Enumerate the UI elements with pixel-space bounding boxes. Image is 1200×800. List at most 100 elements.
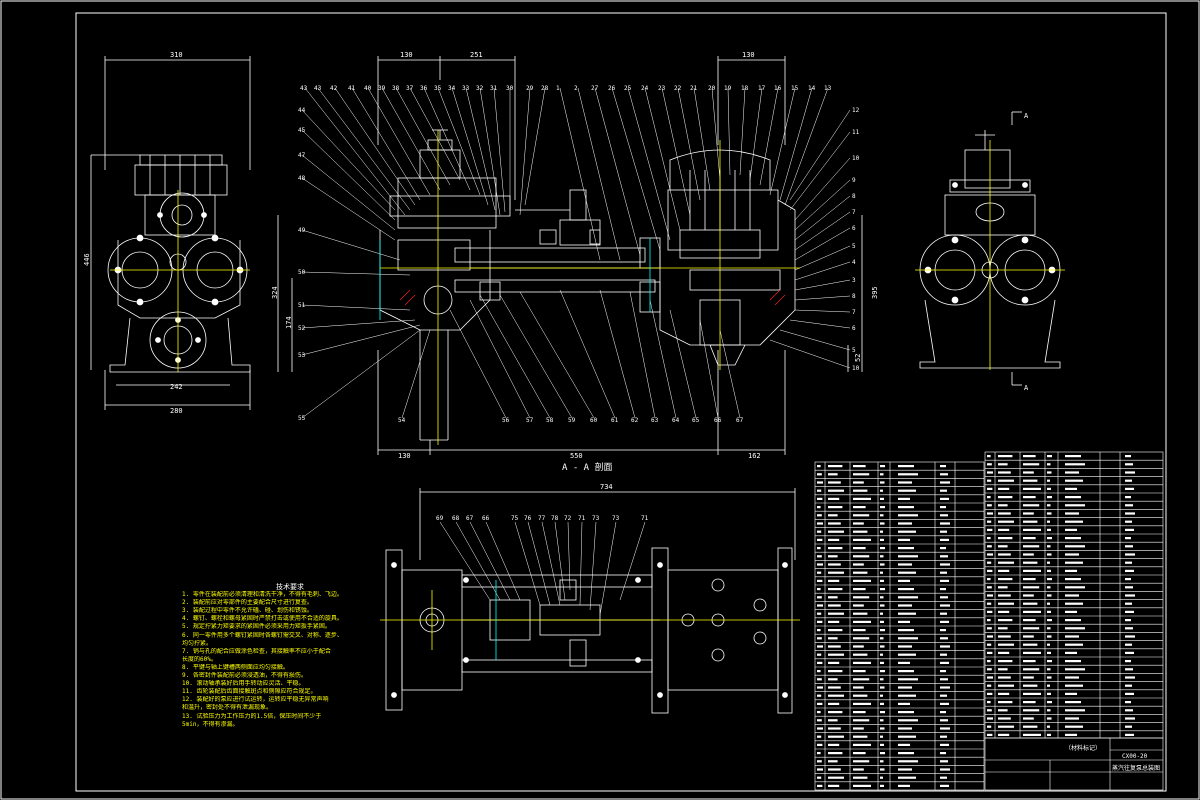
table-cell-entry: [898, 629, 914, 632]
table-cell-entry: [987, 619, 991, 622]
table-cell-entry: [880, 547, 885, 550]
table-cell-entry: [880, 579, 884, 582]
table-cell-entry: [853, 661, 871, 664]
svg-text:7: 7: [852, 209, 856, 216]
table-cell-entry: [880, 588, 885, 591]
table-cell-entry: [1047, 660, 1052, 663]
table-cell-entry: [817, 702, 823, 705]
material-label: （材料标记）: [1065, 744, 1101, 752]
table-cell-entry: [898, 571, 916, 574]
notes-title: 技术要求: [276, 583, 304, 591]
table-cell-entry: [987, 545, 992, 548]
svg-text:50: 50: [298, 269, 306, 276]
table-cell-entry: [853, 735, 868, 738]
table-cell-entry: [898, 596, 918, 599]
table-cell-entry: [1125, 545, 1133, 548]
table-cell-entry: [998, 660, 1013, 663]
note-line: 均匀拧紧。: [182, 639, 213, 647]
table-cell-entry: [1065, 692, 1077, 695]
svg-text:58: 58: [546, 417, 554, 424]
table-cell-entry: [1065, 528, 1077, 531]
table-cell-entry: [817, 530, 822, 533]
svg-text:33: 33: [462, 85, 470, 92]
dim-sec-top-b: 251: [470, 51, 483, 59]
table-cell-entry: [880, 670, 885, 673]
table-cell-entry: [1125, 627, 1133, 630]
table-cell-entry: [880, 497, 884, 500]
table-cell-entry: [998, 684, 1014, 687]
table-cell-entry: [1047, 463, 1051, 466]
table-cell-entry: [880, 629, 885, 632]
table-cell-entry: [817, 596, 822, 599]
table-cell-entry: [898, 489, 916, 492]
table-cell-entry: [1065, 455, 1081, 458]
svg-text:30: 30: [506, 85, 514, 92]
table-cell-entry: [1065, 610, 1077, 613]
table-cell-entry: [898, 661, 910, 664]
svg-text:2: 2: [574, 85, 578, 92]
table-cell-entry: [828, 653, 844, 656]
table-cell-entry: [1065, 635, 1079, 638]
svg-text:29: 29: [526, 85, 534, 92]
table-cell-entry: [828, 743, 840, 746]
table-cell-entry: [1065, 709, 1085, 712]
svg-text:60: 60: [590, 417, 598, 424]
svg-text:68: 68: [452, 515, 460, 522]
table-cell-entry: [987, 660, 991, 663]
table-cell-entry: [828, 752, 843, 755]
table-cell-entry: [940, 735, 947, 738]
table-cell-entry: [853, 530, 868, 533]
table-cell-entry: [1047, 717, 1052, 720]
table-cell-entry: [853, 686, 864, 689]
table-cell-entry: [998, 627, 1008, 630]
table-cell-entry: [817, 727, 823, 730]
table-cell-entry: [880, 678, 884, 681]
table-cell-entry: [828, 686, 841, 689]
table-cell-entry: [880, 612, 883, 615]
table-cell-entry: [998, 487, 1010, 490]
table-cell-entry: [1023, 463, 1040, 466]
table-cell-entry: [1065, 496, 1081, 499]
table-cell-entry: [1047, 692, 1051, 695]
dim-sec-left-a: 324: [271, 286, 279, 299]
table-cell-entry: [817, 612, 822, 615]
table-cell-entry: [817, 629, 821, 632]
table-cell-entry: [1125, 676, 1135, 679]
table-cell-entry: [1023, 553, 1034, 556]
table-cell-entry: [880, 538, 884, 541]
table-cell-entry: [880, 711, 885, 714]
table-cell-entry: [817, 481, 823, 484]
dim-sec-bottom-right: 162: [748, 452, 761, 460]
table-cell-entry: [1047, 709, 1051, 712]
table-cell-entry: [987, 725, 992, 728]
table-cell-entry: [940, 522, 950, 525]
table-cell-entry: [940, 653, 947, 656]
table-cell-entry: [1065, 619, 1081, 622]
table-cell-entry: [1047, 602, 1050, 605]
table-cell-entry: [940, 760, 948, 763]
svg-text:31: 31: [490, 85, 498, 92]
table-cell-entry: [817, 497, 823, 500]
table-cell-entry: [998, 709, 1008, 712]
table-cell-entry: [828, 547, 843, 550]
svg-text:6: 6: [852, 325, 856, 332]
table-cell-entry: [987, 701, 991, 704]
table-cell-entry: [853, 678, 870, 681]
table-cell-entry: [817, 743, 823, 746]
note-line: 3. 装配过程中零件不允许磕、碰、划伤和锈蚀。: [182, 607, 313, 615]
table-cell-entry: [853, 670, 866, 673]
table-cell-entry: [940, 497, 949, 500]
table-cell-entry: [898, 678, 918, 681]
table-cell-entry: [1023, 512, 1034, 515]
table-cell-entry: [817, 571, 822, 574]
table-cell-entry: [998, 586, 1008, 589]
dim-sec-bottom-left: 130: [398, 452, 411, 460]
table-cell-entry: [1047, 684, 1050, 687]
table-cell-entry: [880, 727, 885, 730]
svg-text:37: 37: [406, 85, 414, 92]
table-cell-entry: [828, 637, 838, 640]
table-cell-entry: [1125, 479, 1132, 482]
svg-text:14: 14: [808, 85, 816, 92]
